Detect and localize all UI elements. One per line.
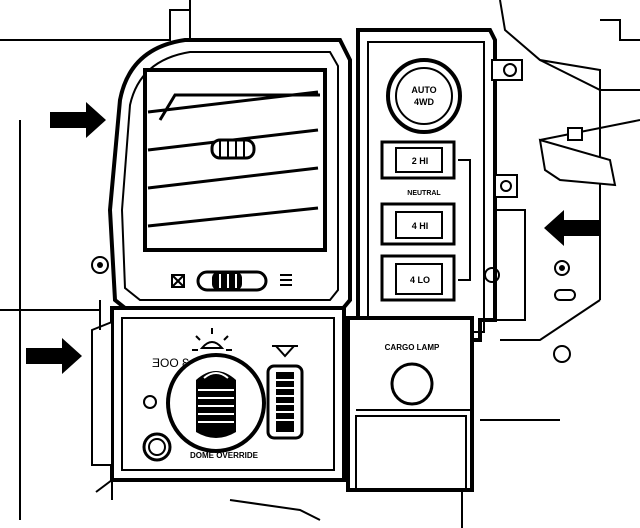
- dome-override-label: DOME OVERRIDE: [190, 451, 259, 460]
- 2hi-button[interactable]: 2 HI: [380, 140, 456, 180]
- arrow-left-icon: [544, 210, 600, 246]
- parking-lamp-icon: ƎOO Ɛ: [152, 356, 189, 370]
- headlamp-switch-panel: ƎOO Ɛ: [91, 300, 346, 500]
- 4wd-label: 4WD: [414, 97, 435, 107]
- vent-open-icon: [280, 274, 292, 286]
- vent-closed-icon: [171, 274, 185, 288]
- 2hi-label: 2 HI: [412, 156, 429, 166]
- fog-lamp-button[interactable]: [142, 432, 172, 462]
- neutral-label: NEUTRAL: [407, 190, 441, 197]
- headlamp-rotary-knob[interactable]: [166, 353, 266, 453]
- 4lo-button[interactable]: 4 LO: [380, 254, 456, 302]
- vent-slider[interactable]: [196, 270, 268, 292]
- vent-knob[interactable]: [210, 138, 256, 160]
- auto-4wd-button[interactable]: AUTO 4WD: [386, 58, 462, 134]
- dimmer-thumbwheel[interactable]: [266, 364, 304, 440]
- cargo-lamp-label: CARGO LAMP: [385, 343, 440, 352]
- dome-lamp-icon: [272, 345, 298, 358]
- arrow-right-icon: [50, 102, 106, 138]
- headlamp-icon: [192, 328, 232, 351]
- air-vent[interactable]: [91, 38, 352, 314]
- transfer-case-panel: AUTO 4WD 2 HI NEUTRAL 4 HI 4 LO: [356, 28, 523, 342]
- auto-label: AUTO: [411, 85, 436, 95]
- arrow-right-icon: [26, 338, 82, 374]
- 4hi-label: 4 HI: [412, 221, 429, 231]
- right-bracket: [484, 127, 617, 363]
- 4hi-button[interactable]: 4 HI: [380, 202, 456, 246]
- cargo-lamp-panel: CARGO LAMP: [346, 316, 474, 528]
- indicator-dot: [143, 395, 157, 409]
- svg-text:ƎOO Ɛ: ƎOO Ɛ: [152, 356, 189, 370]
- vent-louvers: [147, 90, 320, 228]
- 4lo-label: 4 LO: [410, 275, 430, 285]
- cargo-lamp-button[interactable]: [390, 362, 434, 406]
